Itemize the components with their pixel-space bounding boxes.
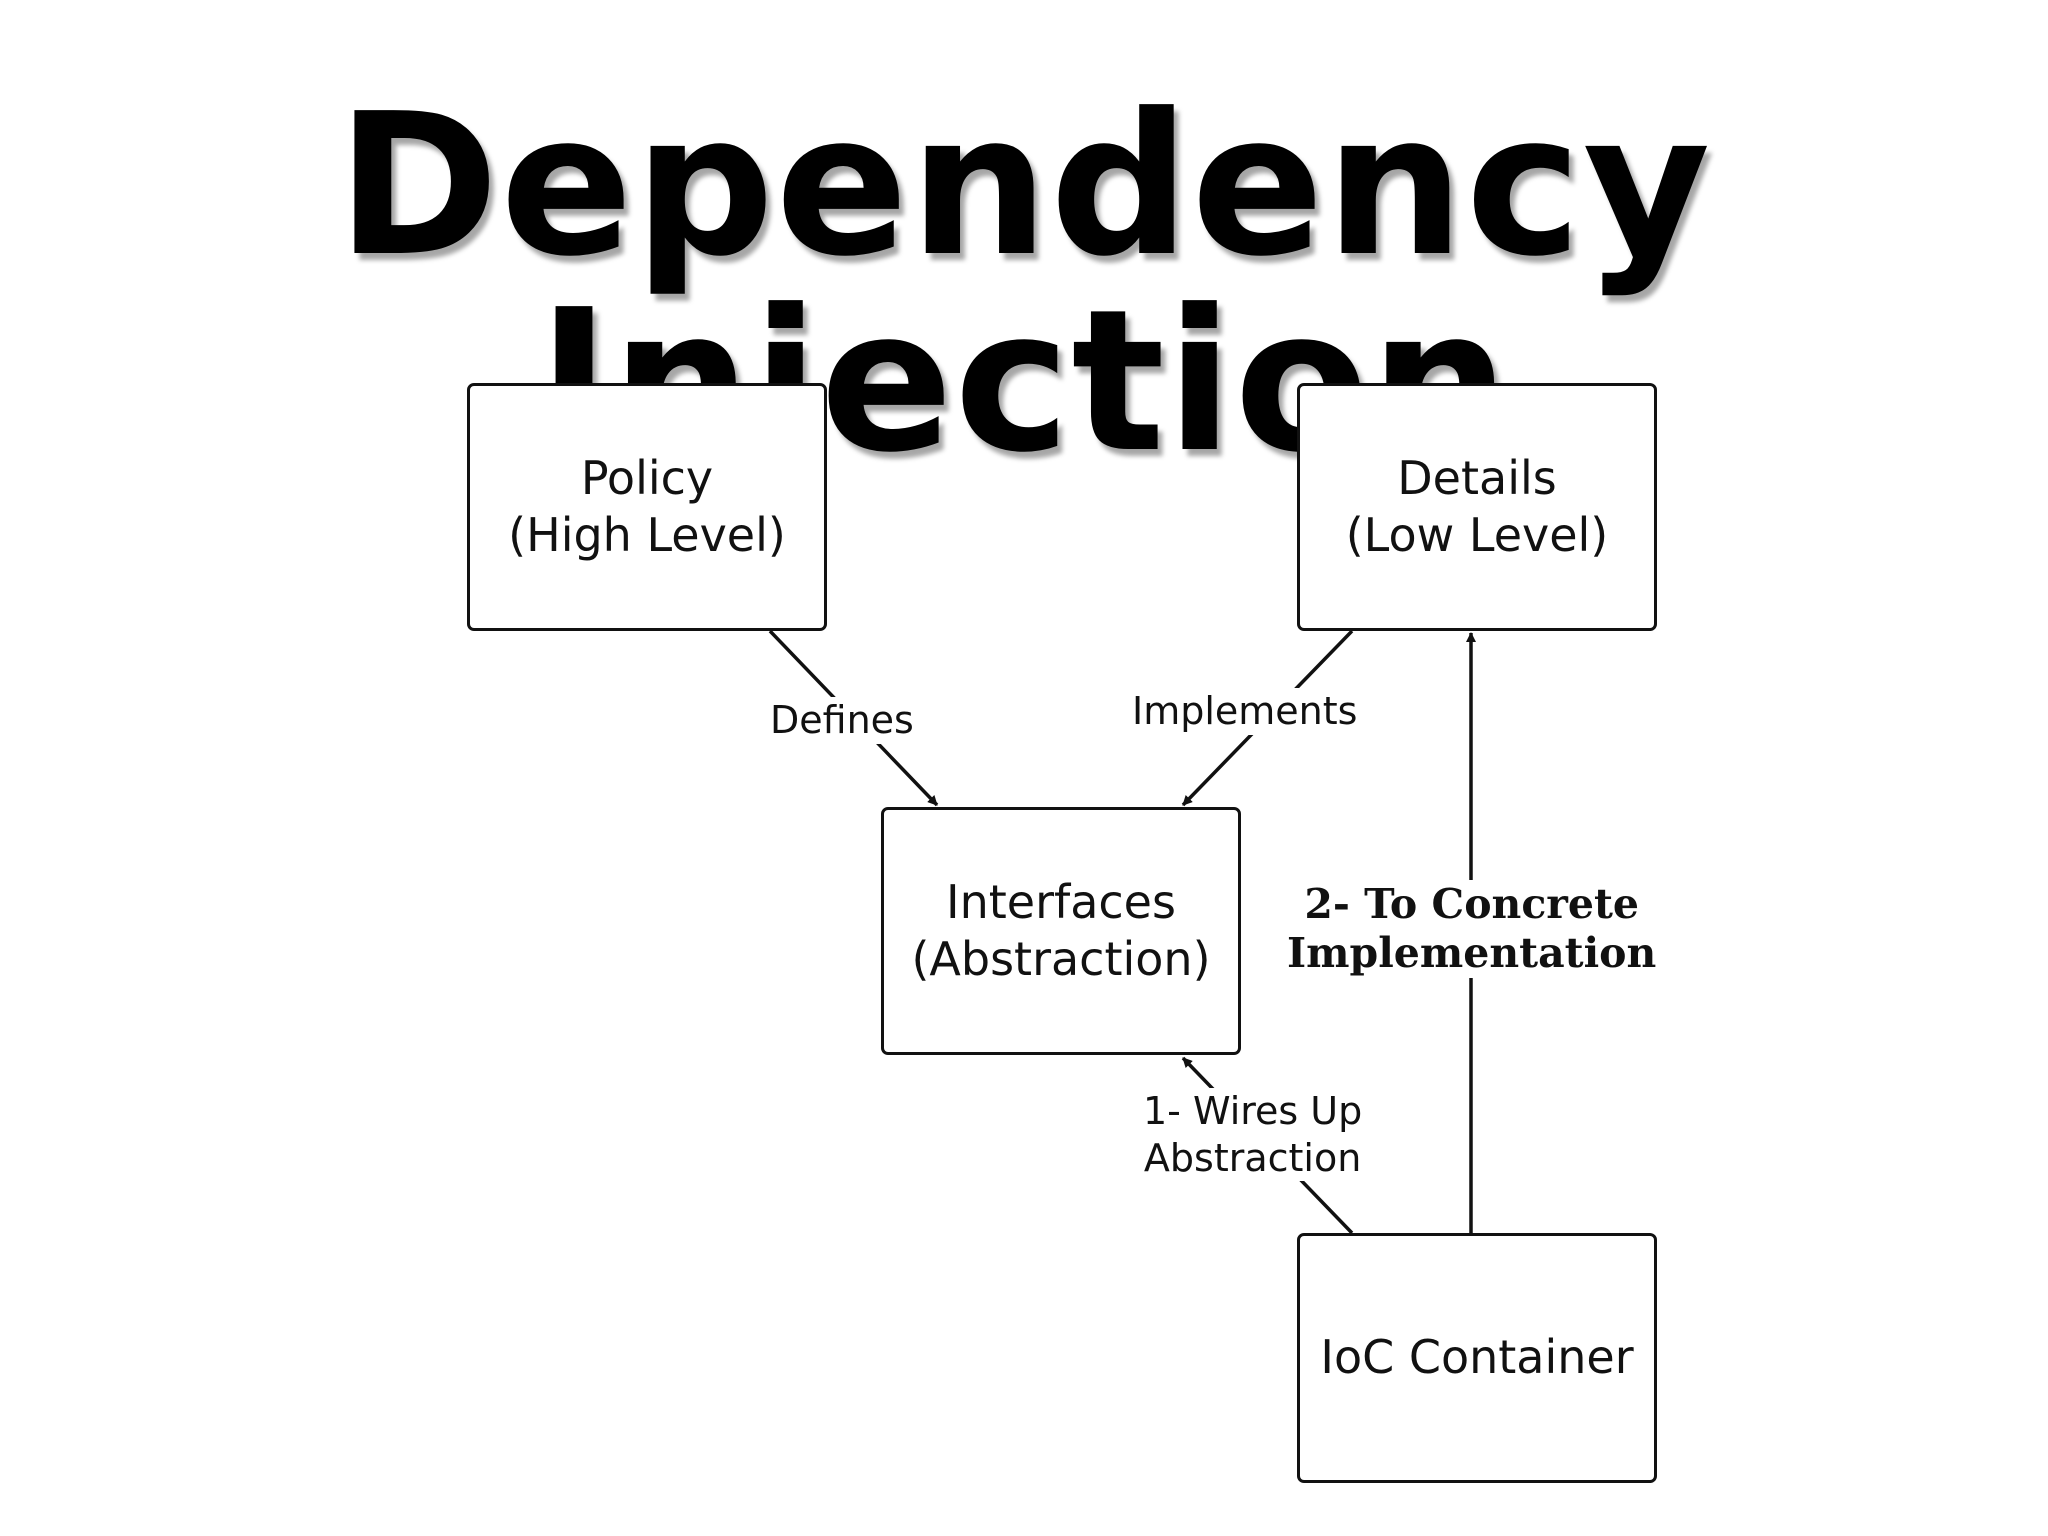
edge-label-implements: Implements <box>1132 688 1358 735</box>
node-interfaces: Interfaces (Abstraction) <box>881 807 1241 1055</box>
edge-label-wires-up-line1: 1- Wires Up <box>1143 1089 1363 1133</box>
edge-label-to-concrete-line2: Implementation <box>1287 929 1657 978</box>
node-policy-title: Policy <box>580 450 714 505</box>
node-interfaces-title: Interfaces <box>946 874 1176 929</box>
edge-label-defines-text: Defines <box>770 698 914 742</box>
node-interfaces-subtitle: (Abstraction) <box>911 932 1211 986</box>
edge-label-defines: Defines <box>770 697 914 744</box>
node-details-title: Details <box>1397 450 1557 505</box>
node-details: Details (Low Level) <box>1297 383 1657 631</box>
node-policy: Policy (High Level) <box>467 383 827 631</box>
edge-label-implements-text: Implements <box>1132 689 1358 733</box>
node-ioc-container: IoC Container <box>1297 1233 1657 1483</box>
edge-label-to-concrete-line1: 2- To Concrete <box>1304 880 1640 928</box>
node-details-subtitle: (Low Level) <box>1345 508 1609 562</box>
diagram-title: Dependency Injection <box>336 72 1712 496</box>
edge-label-to-concrete: 2- To Concrete Implementation <box>1287 880 1657 979</box>
node-ioc-title: IoC Container <box>1320 1330 1634 1385</box>
edge-label-wires-up-line2: Abstraction <box>1143 1135 1362 1180</box>
node-policy-subtitle: (High Level) <box>508 508 786 562</box>
edge-label-wires-up: 1- Wires Up Abstraction <box>1143 1088 1363 1182</box>
